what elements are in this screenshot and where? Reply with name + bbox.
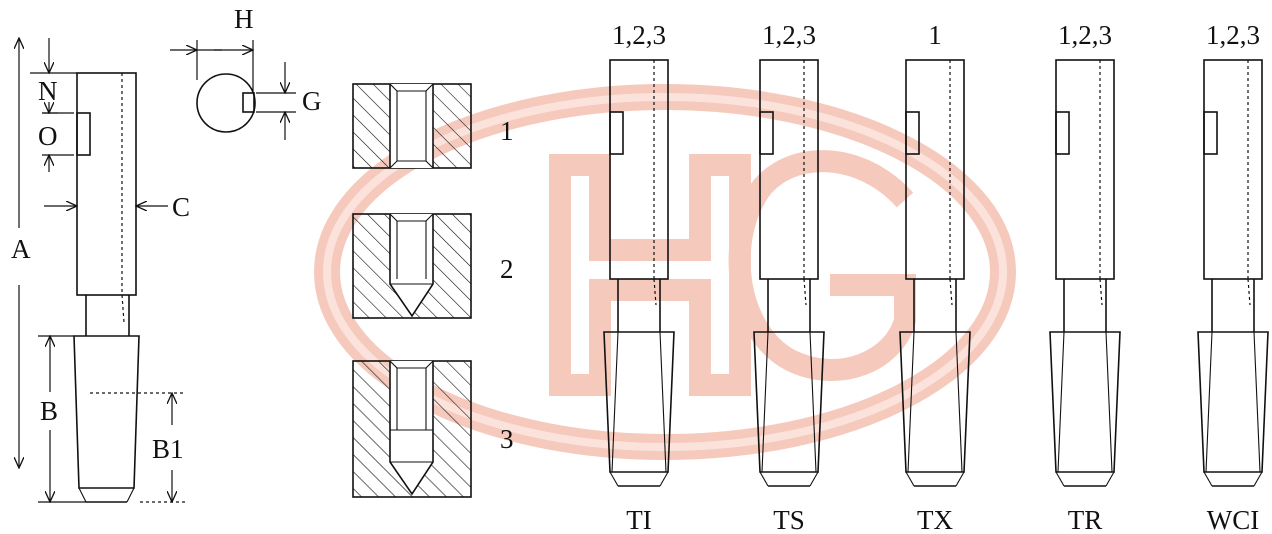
- top-view-drawing: H G: [170, 4, 322, 140]
- section-view-2: 2: [352, 213, 514, 319]
- section-label-2: 2: [500, 254, 514, 284]
- label-N: N: [38, 76, 58, 106]
- dimension-drawing: A N O C B B1: [11, 38, 190, 502]
- label-H: H: [234, 4, 254, 34]
- tool-variants-label: 1,2,3: [612, 20, 666, 50]
- tool-variants-label: 1,2,3: [762, 20, 816, 50]
- tool-ts: 1,2,3TS: [753, 20, 825, 534]
- section-view-1: 1: [352, 83, 514, 169]
- tool-tx: 1TX: [899, 20, 971, 534]
- tool-variants-label: 1: [928, 20, 942, 50]
- tool-code-label: TI: [626, 505, 651, 534]
- section-view-3: 3: [352, 360, 514, 498]
- tool-tr: 1,2,3TR: [1049, 20, 1121, 534]
- tool-variants-label: 1,2,3: [1058, 20, 1112, 50]
- label-C: C: [172, 192, 190, 222]
- tool-code-label: TR: [1068, 505, 1103, 534]
- tool-code-label: WCI: [1207, 505, 1259, 534]
- label-A: A: [11, 234, 31, 264]
- tool-code-label: TS: [773, 505, 805, 534]
- tool-ti: 1,2,3TI: [603, 20, 675, 534]
- tool-variants-label: 1,2,3: [1206, 20, 1260, 50]
- label-G: G: [302, 86, 322, 116]
- label-B1: B1: [152, 434, 184, 464]
- section-label-1: 1: [500, 116, 514, 146]
- label-B: B: [40, 396, 58, 426]
- tool-code-label: TX: [917, 505, 953, 534]
- section-label-3: 3: [500, 424, 514, 454]
- label-O: O: [38, 121, 58, 151]
